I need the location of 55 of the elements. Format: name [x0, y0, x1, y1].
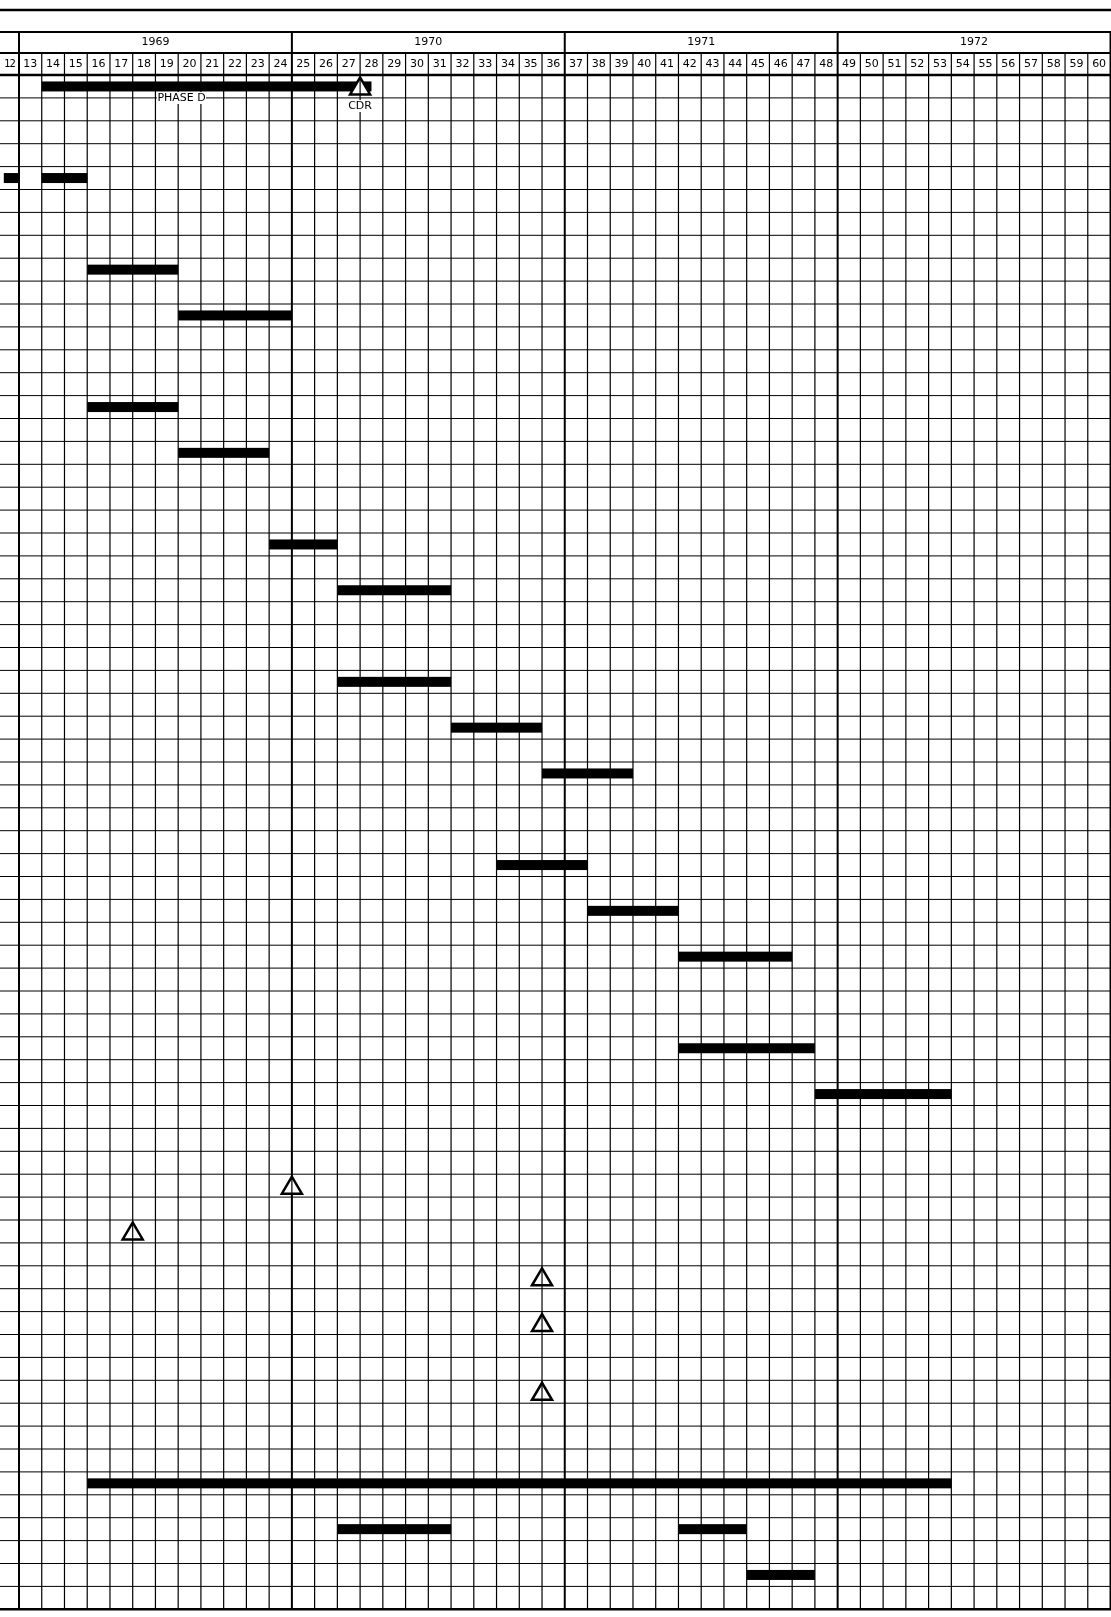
month-number: 19: [158, 58, 175, 70]
month-number: 32: [454, 58, 471, 70]
year-label: 1970: [413, 36, 444, 48]
month-number: 60: [1091, 58, 1108, 70]
month-number: 20: [181, 58, 198, 70]
month-number: 34: [499, 58, 516, 70]
month-number: 43: [704, 58, 721, 70]
year-label: 1972: [959, 36, 990, 48]
month-number: 17: [113, 58, 130, 70]
month-number: 15: [67, 58, 84, 70]
month-number: 21: [204, 58, 221, 70]
month-number: 56: [1000, 58, 1017, 70]
month-number: 35: [522, 58, 539, 70]
month-number: 41: [659, 58, 676, 70]
month-number: 39: [613, 58, 630, 70]
month-number: 59: [1068, 58, 1085, 70]
month-number: 49: [841, 58, 857, 70]
month-number: 16: [90, 58, 107, 70]
month-number: 57: [1022, 58, 1039, 70]
month-number: 29: [386, 58, 403, 70]
milestone-label: CDR: [346, 99, 375, 112]
month-number: 50: [863, 58, 880, 70]
month-number: 55: [977, 58, 994, 70]
month-number: 13: [22, 58, 39, 70]
month-number: 46: [772, 58, 789, 70]
month-number: 18: [136, 58, 153, 70]
month-number: 42: [681, 58, 698, 70]
month-number: 14: [45, 58, 62, 70]
month-number: 33: [477, 58, 494, 70]
month-number: 30: [408, 58, 425, 70]
month-number: 28: [363, 58, 380, 70]
year-label: 1969: [140, 36, 171, 48]
month-number: 54: [954, 58, 971, 70]
month-number: 53: [931, 58, 948, 70]
month-number: 22: [227, 58, 243, 70]
month-number: 23: [249, 58, 266, 70]
month-number: 37: [568, 58, 585, 70]
month-number: 27: [340, 58, 357, 70]
month-number: 45: [750, 58, 767, 70]
month-number: 58: [1045, 58, 1062, 70]
month-number: 26: [317, 58, 334, 70]
month-number: 51: [886, 58, 903, 70]
month-number: 38: [590, 58, 607, 70]
month-number: 24: [272, 58, 289, 70]
month-number: 25: [295, 58, 312, 70]
year-label: 1971: [686, 36, 717, 48]
month-number: 12: [3, 58, 16, 70]
month-number: 36: [545, 58, 562, 70]
month-number: 52: [909, 58, 926, 70]
phase-label: PHASE D: [157, 91, 206, 104]
month-number: 31: [431, 58, 448, 70]
month-number: 40: [636, 58, 653, 70]
month-number: 47: [795, 58, 812, 70]
month-number: 48: [818, 58, 835, 70]
month-number: 44: [727, 58, 744, 70]
